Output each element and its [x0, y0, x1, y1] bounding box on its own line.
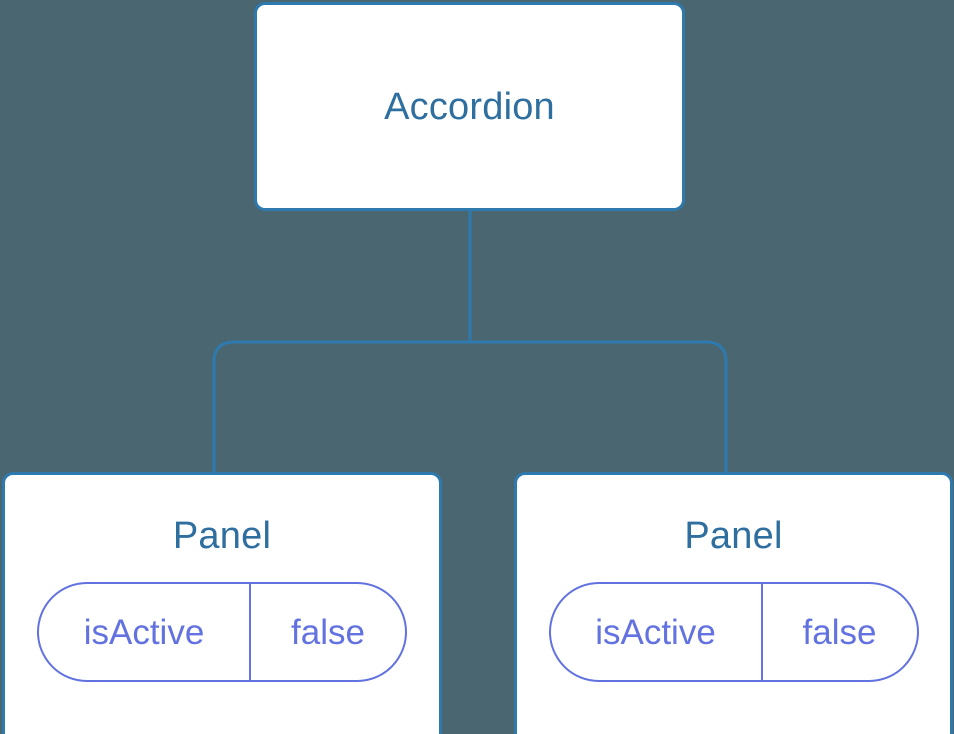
state-key-is-active: isActive: [39, 584, 251, 680]
state-value-is-active: false: [291, 612, 365, 652]
node-panel-left-title: Panel: [172, 515, 272, 557]
node-panel-right-title: Panel: [684, 515, 783, 557]
node-panel-left[interactable]: Panel isActive false: [2, 472, 442, 734]
state-pill-panel-right[interactable]: isActive false: [548, 582, 919, 682]
state-pill-panel-left[interactable]: isActive false: [37, 582, 407, 682]
state-value-is-active: false: [802, 612, 877, 652]
edge-accordion-to-panel-right: [470, 340, 728, 474]
node-accordion-title: Accordion: [384, 85, 555, 128]
node-accordion[interactable]: Accordion: [254, 2, 685, 211]
state-key-is-active: isActive: [551, 584, 763, 680]
edge-accordion-to-panel-left: [212, 340, 470, 474]
node-panel-right[interactable]: Panel isActive false: [514, 472, 953, 734]
